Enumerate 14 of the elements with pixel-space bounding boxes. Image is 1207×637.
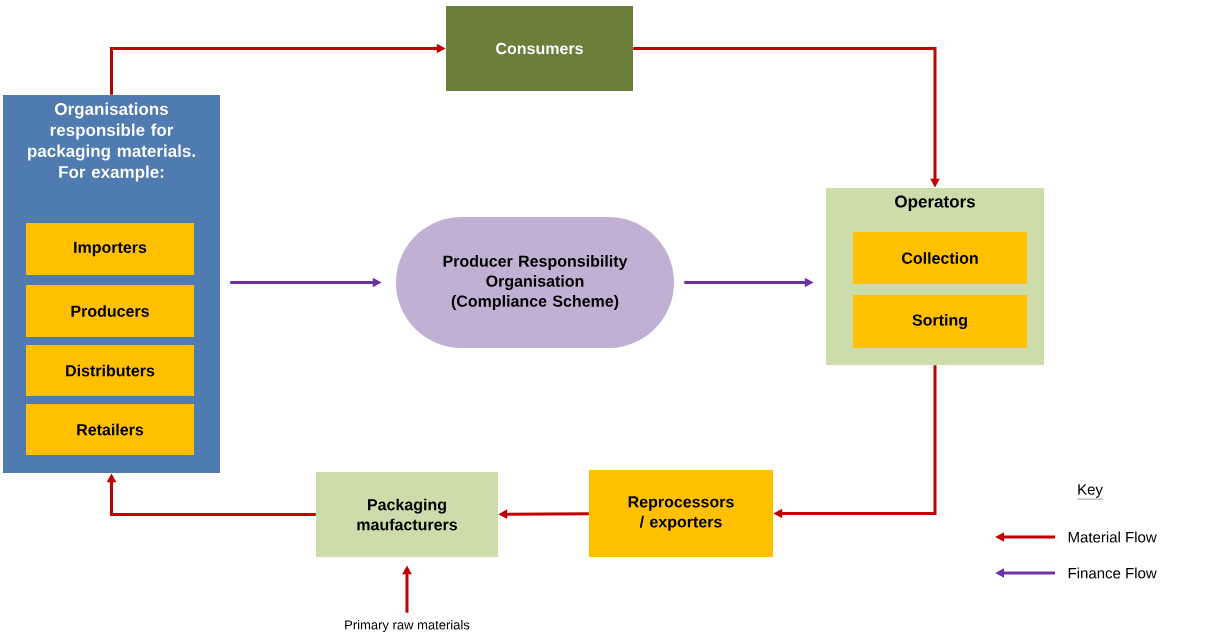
process-box: Collection [853,232,1027,284]
source-text: Primary raw materials [345,619,470,633]
process-box: Sorting [853,295,1027,348]
process-box: Retailers [26,404,194,455]
process-box: Distributers [26,345,194,396]
process-box: Consumers [446,6,633,91]
process-box: Importers [26,223,194,275]
rounded-box: Producer Responsibility Organisation (Compliance Scheme) [395,217,675,348]
key-heading: Key [1076,484,1104,500]
legend-text: Material Flow [1068,531,1157,543]
process-box: Reprocessors / exporters [589,470,773,557]
legend-text: Finance Flow [1068,567,1157,579]
process-box: Packaging maufacturers [316,472,498,557]
process-box: Producers [26,285,194,337]
